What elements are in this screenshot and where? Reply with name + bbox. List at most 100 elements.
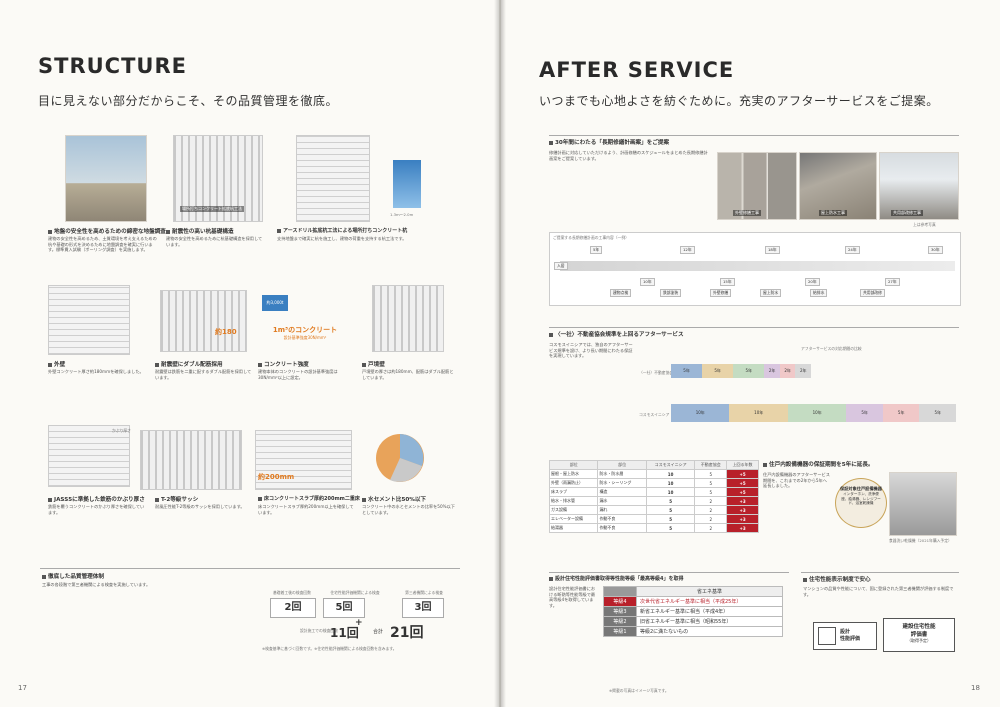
photo-note: 上は参考写真 (913, 222, 936, 227)
cell-sub: 防水・防水層 (597, 469, 647, 479)
row2-seg-5: 5年 (882, 404, 920, 422)
box1-label: 基礎着工後の検査回数 (273, 590, 311, 595)
total-value: 21回 (390, 625, 424, 641)
mark1-line2: 性能評価 (840, 636, 861, 642)
row2-seg-1: 10年 (671, 404, 730, 422)
row2-seg-2: 10年 (729, 404, 788, 422)
pile-bulb-graphic (393, 160, 421, 208)
sub-value: 11回 (330, 626, 359, 640)
sub-label: 設計施工での検査回数 (300, 628, 338, 633)
cell-d: +3 (726, 523, 759, 533)
timeline-bar (560, 261, 955, 271)
concrete-1m3: 1m³のコンクリート (272, 326, 338, 334)
party-wall-diagram (372, 285, 444, 352)
photo-roof-repair (799, 152, 877, 220)
grade-header-corner (603, 586, 637, 597)
cell-sub: 作動不良 (597, 514, 647, 524)
cell-sub: 作動不良 (597, 523, 647, 533)
cell-b: 5 (694, 487, 728, 497)
grade-content: 旧省エネルギー基準に相当（昭和55年） (636, 616, 783, 627)
design-performance-mark: 設計 性能評価 (813, 622, 877, 650)
row2-seg-3: 10年 (787, 404, 847, 422)
timeline-year-24: 24年 (845, 246, 860, 254)
section-wall-heading: 外壁 (48, 360, 65, 368)
timeline-year-27: 27年 (885, 278, 900, 286)
sec3-body: 住戸内設備機器のアフターサービス期間を、これまでの2年から5年へ延長しました。 (763, 472, 830, 489)
cell-a: 10 (645, 487, 696, 497)
timeline-item-2: 鉄部塗装 (660, 289, 682, 297)
house-icon (818, 627, 836, 645)
section-jass5-body: 鉄筋を覆うコンクリートのかぶり厚さを確保しています。 (48, 504, 145, 515)
dishwasher-caption: 食器洗い乾燥機（2021年購入予定） (889, 538, 952, 543)
box3-value: 3回 (402, 598, 444, 618)
cell-a: 5 (645, 514, 696, 524)
cell-part: エレベーター設備 (548, 514, 599, 524)
cell-part: 床スラブ (548, 487, 599, 497)
cell-b: 5 (694, 478, 728, 488)
section-slab-heading: 床コンクリートスラブ厚約200mm二重床 (258, 495, 360, 502)
concrete-callout: 1m³のコンクリート 設計基準強度30N/mm² (270, 325, 340, 341)
cell-a: 5 (645, 496, 696, 506)
row1-seg-6: 2年 (795, 364, 812, 378)
badge-items: インターホン、洗浄便座、給湯器、レンジフード、浴室乾燥機 (841, 492, 881, 505)
slab-thickness-label: 約200mm (258, 473, 295, 481)
sec4-body: 設計住宅性能評価書における断熱等性能等級で最高等級4を取得しています。 (549, 586, 596, 608)
pile-footer-label: 場所打ちコンクリート拡底杭工法 (180, 206, 244, 212)
binding-gutter (494, 0, 506, 707)
section-party-wall-body: 戸境壁の厚さは約180mm、配筋はダブル配筋としています。 (362, 369, 454, 380)
strength-badge: 約3,000t (262, 295, 288, 311)
section-wc-body: コンクリート中の水とセメントの比率を50%以下としています。 (362, 504, 455, 515)
grade-header: 省エネ基準 (636, 586, 783, 597)
grade-label: 等級3 (603, 606, 637, 617)
photo-common-repair (879, 152, 959, 220)
cell-d: +3 (726, 514, 759, 524)
row2-seg-4: 5年 (846, 404, 883, 422)
box2-label: 住宅性能評価機関による検査 (330, 590, 380, 595)
page-title: AFTER SERVICE (539, 58, 735, 82)
wall-thickness-label: 約180 (215, 328, 237, 336)
page-title: STRUCTURE (38, 54, 187, 78)
cell-part: 外壁（雨漏防止） (548, 478, 599, 488)
section-strength-body: 建物本体のコンクリートの設計基準強度は30N/mm²以上に設定。 (258, 369, 338, 380)
page-number-left: 17 (18, 684, 27, 692)
structure-page: STRUCTURE 目に見えない部分だからこそ、その品質管理を徹底。 場所打ちコ… (0, 0, 499, 707)
section-sash-heading: T-2等級サッシ (155, 495, 198, 503)
after-service-page: AFTER SERVICE いつまでも心地よさを紡ぐために。充実のアフターサービ… (501, 0, 1000, 707)
cover-depth-diagram (48, 425, 130, 487)
mark2-sub: （取得予定） (907, 638, 931, 643)
row2-seg-6: 5年 (919, 404, 956, 422)
timeline-year-5: 5年 (590, 246, 603, 254)
grade-content: 次世代省エネルギー基準に相当（平成25年） (636, 596, 783, 607)
box2-value: 5回 (323, 598, 365, 618)
sec5-body: マンションの品質や性能について、国に登録された第三者機関が評価する制度です。 (803, 586, 954, 597)
section-drill-heading: アースドリル拡底杭工法による場所打ちコンクリート杭 (277, 227, 407, 234)
cell-sub: 防水・シーリング (597, 478, 647, 488)
photo-caption-1: 外壁修繕工事 (733, 210, 761, 216)
timeline-year-18: 18年 (765, 246, 780, 254)
row1-seg-5: 2年 (779, 364, 796, 378)
cell-sub: 構造 (597, 487, 647, 497)
cell-d: +3 (726, 505, 759, 515)
cell-d: +5 (726, 487, 759, 497)
section-wall-body: 外壁コンクリート厚さ約180mmを確保しました。 (48, 369, 144, 374)
timeline-year-15: 15年 (720, 278, 735, 286)
total-label: 合計 (373, 629, 384, 635)
sash-diagram (140, 430, 242, 490)
chart-row2: 10年 10年 10年 5年 5年 5年 (671, 404, 956, 422)
pile-drill-diagram (296, 135, 370, 222)
row1-seg-4: 2年 (764, 364, 780, 378)
cell-b: 5 (694, 469, 728, 479)
section-ground-body: 建物の安全性を高めるため、土質環境を考え支えるための杭や基礎の形式を決めるために… (48, 236, 157, 253)
plus-sign: + (355, 618, 363, 628)
section-strength-heading: コンクリート強度 (258, 360, 309, 368)
pile-dimension: 1.3m～2.0m (390, 212, 414, 217)
box3-label: 第三者機関による検査 (405, 590, 443, 595)
